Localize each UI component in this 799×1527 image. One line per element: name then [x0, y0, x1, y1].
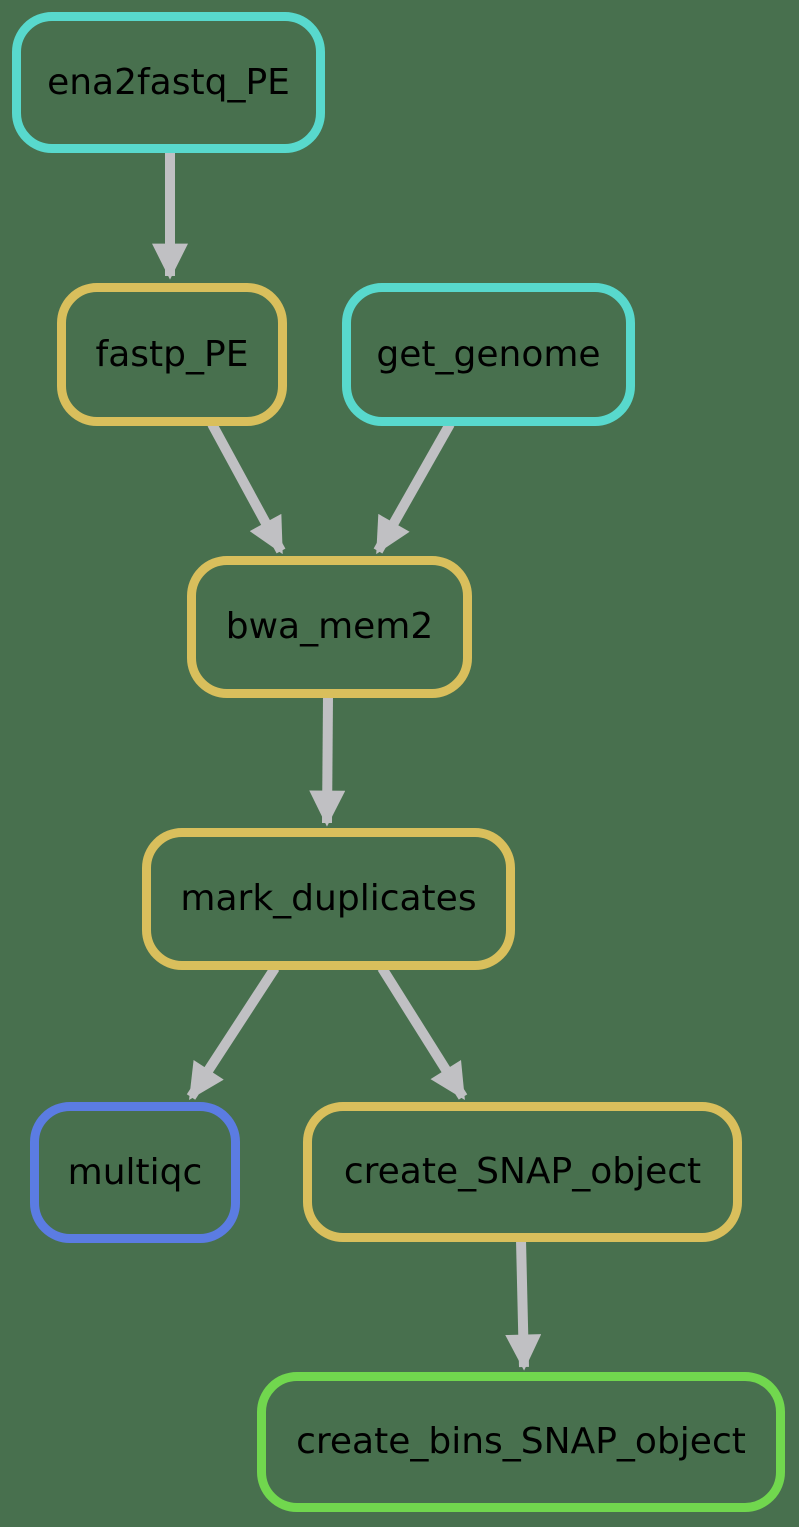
edge-mark_duplicates-to-multiqc — [186, 965, 280, 1101]
node-label-create_bins_SNAP_object: create_bins_SNAP_object — [296, 1421, 746, 1462]
node-ena2fastq_PE: ena2fastq_PE — [12, 12, 325, 153]
edge-bwa_mem2-to-mark_duplicates — [309, 696, 346, 827]
node-mark_duplicates: mark_duplicates — [142, 828, 515, 970]
node-label-ena2fastq_PE: ena2fastq_PE — [47, 61, 290, 103]
node-create_SNAP_object: create_SNAP_object — [303, 1102, 742, 1242]
node-bwa_mem2: bwa_mem2 — [187, 556, 472, 698]
node-label-fastp_PE: fastp_PE — [95, 333, 249, 375]
node-label-multiqc: multiqc — [67, 1151, 203, 1193]
edge-fastp_PE-to-bwa_mem2 — [207, 421, 286, 555]
node-create_bins_SNAP_object: create_bins_SNAP_object — [257, 1372, 785, 1512]
node-fastp_PE: fastp_PE — [57, 283, 287, 426]
edge-get_genome-to-bwa_mem2 — [373, 421, 455, 555]
node-label-create_SNAP_object: create_SNAP_object — [343, 1151, 702, 1192]
node-label-get_genome: get_genome — [376, 333, 601, 375]
node-label-mark_duplicates: mark_duplicates — [180, 878, 477, 919]
node-get_genome: get_genome — [342, 283, 635, 426]
edge-create_SNAP_object-to-create_bins_SNAP_object — [505, 1239, 542, 1371]
node-label-bwa_mem2: bwa_mem2 — [225, 606, 434, 647]
edge-mark_duplicates-to-create_SNAP_object — [377, 965, 468, 1101]
node-multiqc: multiqc — [30, 1102, 240, 1243]
